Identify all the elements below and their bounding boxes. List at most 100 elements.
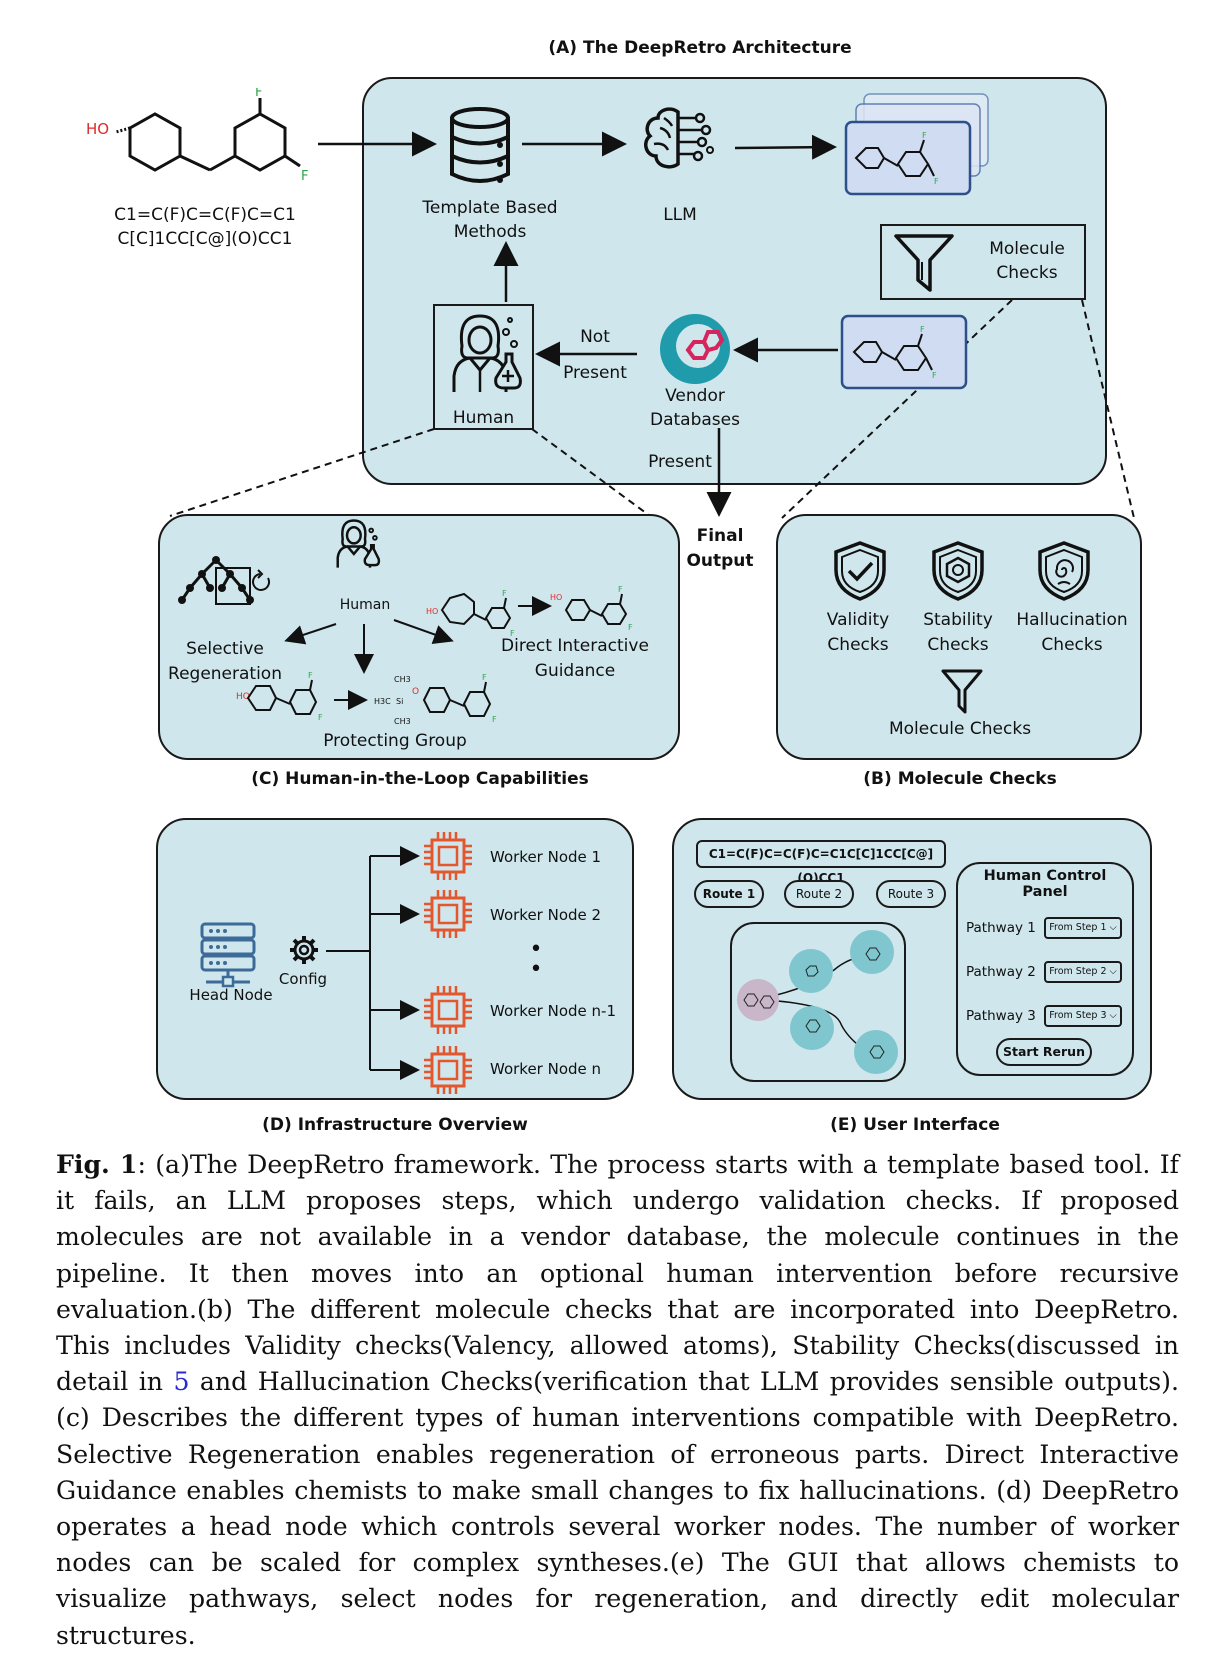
vendor-logo-icon	[660, 314, 730, 384]
vendor-label-1: Vendor	[665, 386, 725, 406]
present-label: Present	[648, 452, 712, 472]
panel-a-title: (A) The DeepRetro Architecture	[548, 38, 852, 58]
template-label-2: Methods	[453, 222, 527, 242]
pathway-graph[interactable]	[730, 922, 906, 1082]
pathway-1-label: Pathway 1	[966, 920, 1036, 936]
worker-node-1-label: Worker Node 1	[490, 848, 602, 866]
svg-text:F: F	[255, 88, 262, 100]
direct-label-1: Direct Interactive	[501, 636, 649, 656]
llm-output-molecules: F F	[844, 93, 989, 196]
svg-text:F: F	[628, 623, 633, 632]
pathway-2-label: Pathway 2	[966, 964, 1036, 980]
graph-node	[850, 930, 894, 974]
head-node-label: Head Node	[189, 986, 273, 1004]
svg-text:F: F	[510, 629, 515, 638]
chevron-down-icon: ⌵	[1106, 966, 1117, 977]
svg-text:H3C: H3C	[374, 697, 391, 706]
route-3-button[interactable]: Route 3	[876, 880, 946, 908]
protecting-label: Protecting Group	[323, 731, 467, 751]
panel-c	[158, 514, 680, 760]
reference-link[interactable]: 5	[173, 1367, 190, 1397]
svg-text:F: F	[922, 131, 927, 140]
molecule-checks-label-1: Molecule	[989, 239, 1065, 259]
panel-d	[156, 818, 634, 1100]
svg-text:F: F	[932, 371, 937, 380]
funnel-small-icon	[941, 669, 983, 714]
svg-text:CH3: CH3	[394, 717, 411, 726]
molecule-checks-small-label: Molecule Checks	[888, 719, 1032, 739]
stability-label-1: Stability	[923, 610, 993, 630]
svg-text:F: F	[301, 169, 308, 184]
worker-node-n-1-label: Worker Node n-1	[490, 1002, 616, 1020]
selective-label-1: Selective	[186, 639, 264, 659]
chip-icon	[422, 830, 474, 882]
final-output-label-2: Output	[686, 551, 754, 571]
pathway-2-select[interactable]: From Step 2 ⌵	[1044, 961, 1122, 983]
panel-b-title: (B) Molecule Checks	[863, 769, 1057, 789]
figure-label: Fig. 1	[56, 1149, 138, 1179]
svg-text:HO: HO	[426, 607, 438, 616]
svg-text:F: F	[482, 673, 487, 682]
worker-node-n-label: Worker Node n	[490, 1060, 602, 1078]
svg-text:F: F	[492, 715, 497, 724]
chip-icon	[422, 1044, 474, 1096]
svg-text:F: F	[502, 589, 507, 598]
gear-icon	[290, 936, 318, 964]
molecule-checks-label-2: Checks	[996, 263, 1058, 283]
human-small-label: Human	[339, 597, 391, 613]
chip-icon	[422, 984, 474, 1036]
template-label-1: Template Based	[422, 198, 558, 218]
config-label: Config	[278, 970, 328, 988]
route-1-button[interactable]: Route 1	[694, 880, 764, 908]
chevron-down-icon: ⌵	[1106, 1010, 1117, 1021]
pathway-graph-nodes	[737, 930, 898, 1074]
selective-label-2: Regeneration	[168, 664, 282, 684]
graph-node	[854, 1030, 898, 1074]
human-label: Human	[452, 408, 515, 428]
brain-icon	[644, 107, 714, 169]
human-box	[433, 304, 534, 430]
hallucination-label-1: Hallucination	[1016, 610, 1128, 630]
database-icon	[450, 107, 510, 183]
direct-label-2: Guidance	[534, 661, 616, 681]
shield-swirl-icon	[1038, 541, 1090, 601]
control-panel-title-1: Human Control	[983, 868, 1107, 884]
figure-caption: Fig. 1: (a)The DeepRetro framework. The …	[56, 1149, 1179, 1650]
svg-text:F: F	[618, 585, 623, 594]
panel-d-graphics	[200, 830, 474, 1096]
svg-text:F: F	[920, 325, 925, 334]
final-output-label-1: Final	[696, 526, 744, 546]
input-molecule: HO F F	[86, 88, 308, 184]
svg-text:O: O	[412, 687, 419, 697]
route-2-button[interactable]: Route 2	[784, 880, 854, 908]
pathway-3-select[interactable]: From Step 3 ⌵	[1044, 1005, 1122, 1027]
not-present-label-1: Not	[580, 327, 610, 347]
svg-text:F: F	[934, 177, 939, 186]
svg-text:Si: Si	[396, 697, 403, 706]
graph-node	[790, 1006, 834, 1050]
pathway-1-select[interactable]: From Step 1 ⌵	[1044, 917, 1122, 939]
vendor-label-2: Databases	[650, 410, 740, 430]
control-panel-title-2: Panel	[1022, 884, 1068, 900]
smiles-line-2: C[C]1CC[C@](O)CC1	[117, 229, 293, 249]
svg-text:F: F	[318, 713, 323, 722]
smiles-input[interactable]: C1=C(F)C=C(F)C=C1C[C]1CC[C@](O)CC1	[696, 840, 946, 885]
svg-text:HO: HO	[236, 692, 250, 702]
stability-label-2: Checks	[927, 635, 989, 655]
graph-node	[789, 949, 833, 993]
not-present-label-2: Present	[563, 363, 627, 383]
chevron-down-icon: ⌵	[1106, 922, 1117, 933]
panel-c-title: (C) Human-in-the-Loop Capabilities	[251, 769, 589, 789]
human-small-icon	[336, 519, 381, 568]
server-icon	[200, 922, 256, 988]
panel-d-title: (D) Infrastructure Overview	[262, 1115, 528, 1135]
chip-icon	[422, 888, 474, 940]
validity-label-2: Checks	[827, 635, 889, 655]
svg-text:HO: HO	[550, 593, 562, 602]
funnel-icon	[894, 234, 954, 292]
shield-hexagon-icon	[932, 541, 984, 601]
smiles-line-1: C1=C(F)C=C(F)C=C1	[114, 205, 296, 225]
human-control-panel	[956, 862, 1134, 1076]
pathway-3-label: Pathway 3	[966, 1008, 1036, 1024]
start-rerun-button[interactable]: Start Rerun	[996, 1038, 1092, 1066]
